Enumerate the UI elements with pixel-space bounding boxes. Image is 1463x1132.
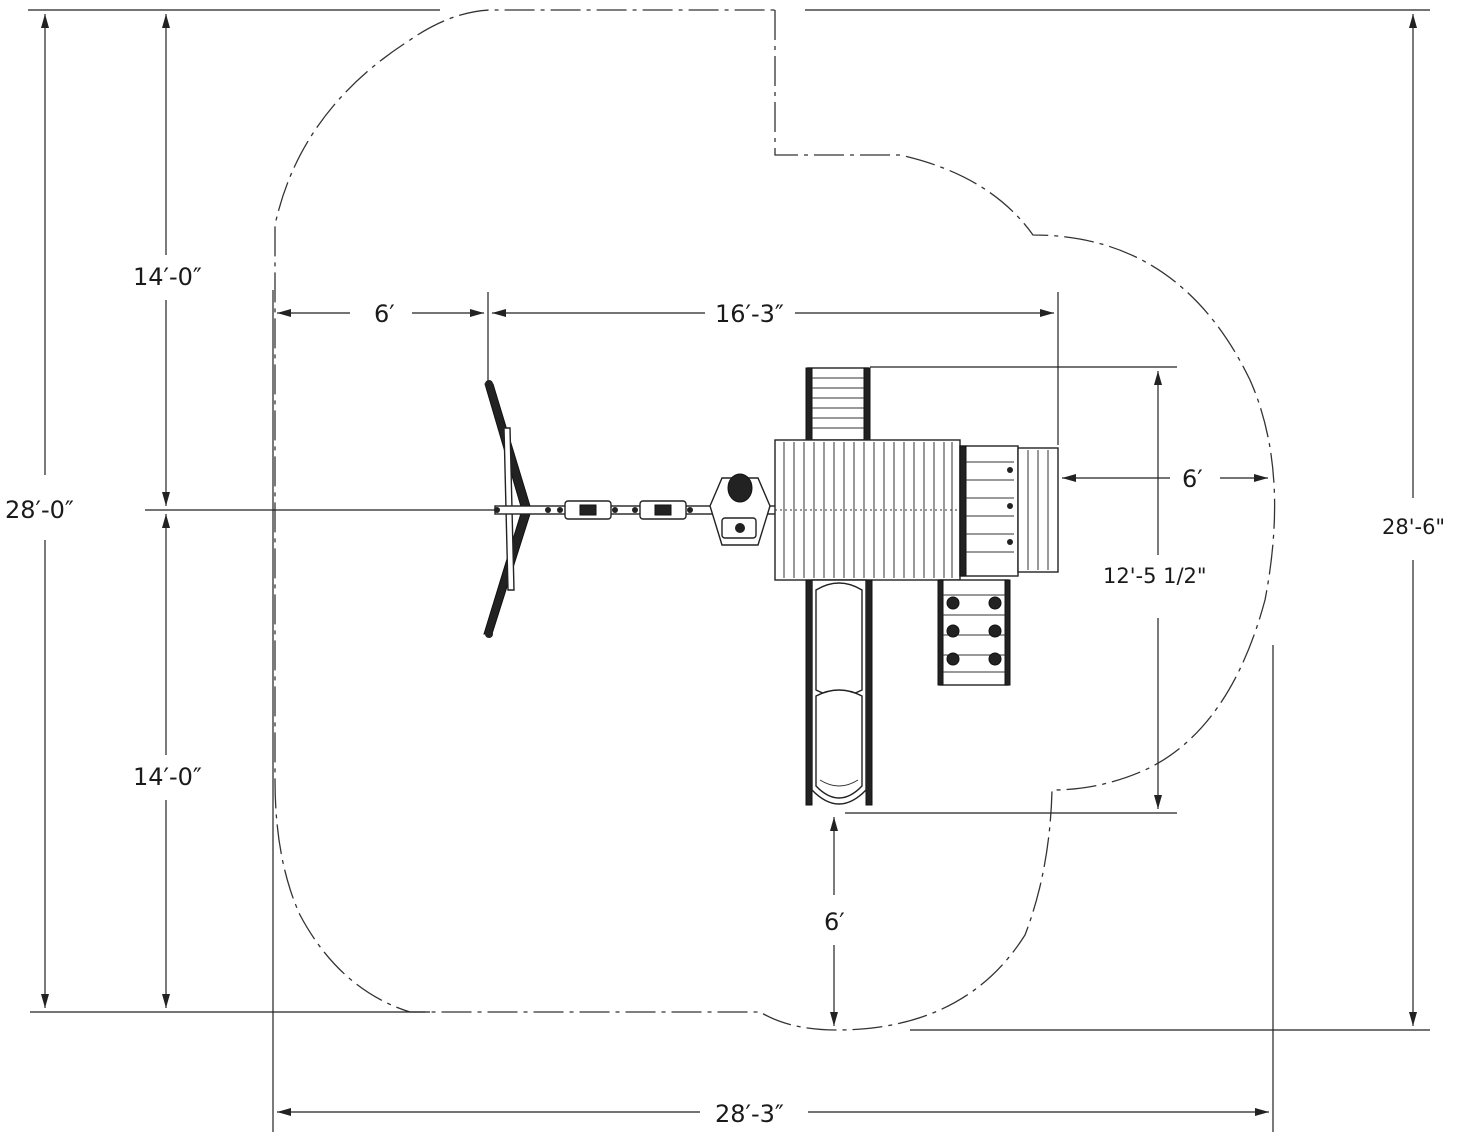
side-rock-wall bbox=[959, 445, 1019, 577]
belt-swing-2 bbox=[639, 500, 687, 520]
dim-upper-half-left: 14′-0″ bbox=[133, 263, 202, 291]
belt-swing-1 bbox=[564, 500, 612, 520]
swing-a-frame bbox=[483, 380, 531, 638]
dim-structure-width: 16′-3″ bbox=[715, 300, 784, 328]
dim-structure-depth: 12'-5 1/2" bbox=[1103, 564, 1207, 588]
dim-total-width-bottom: 28′-3″ bbox=[715, 1100, 784, 1128]
lower-rung-ladder bbox=[937, 579, 1011, 686]
dim-lower-half-left: 14′-0″ bbox=[133, 763, 202, 791]
extension-lines bbox=[28, 9, 1430, 1132]
dim-clearance-left: 6′ bbox=[374, 300, 395, 328]
safety-zone-outline bbox=[274, 9, 1276, 1031]
dim-clearance-bottom: 6′ bbox=[824, 908, 845, 936]
dimension-lines bbox=[41, 14, 1417, 1116]
tube-slide bbox=[805, 579, 873, 806]
glider-seat bbox=[709, 473, 771, 546]
dim-total-height-left: 28′-0″ bbox=[5, 496, 74, 524]
dim-total-height-right: 28'-6" bbox=[1382, 515, 1445, 539]
top-ladder bbox=[805, 367, 871, 441]
side-ramp bbox=[1017, 447, 1059, 573]
dim-clearance-right: 6′ bbox=[1182, 465, 1203, 493]
main-deck bbox=[774, 439, 961, 581]
